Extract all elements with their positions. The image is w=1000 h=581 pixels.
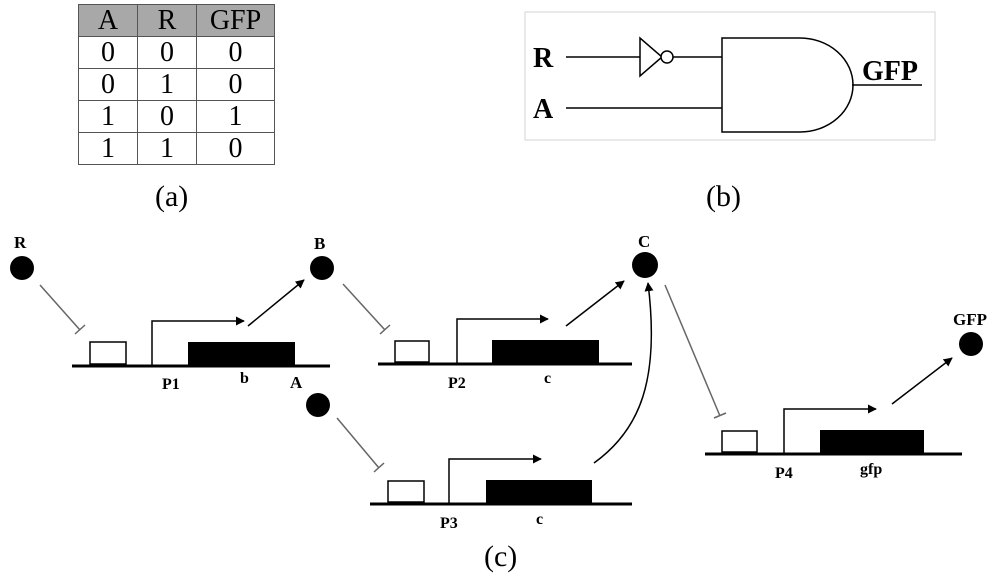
gene-block — [492, 340, 599, 364]
table-cell: 1 — [137, 132, 197, 165]
promoter-label: P1 — [162, 376, 180, 393]
repression-links — [39, 283, 727, 473]
molecule-c-label: C — [638, 232, 650, 251]
gene-construct-p4: P4 gfp — [705, 404, 962, 482]
repression-bar-r — [74, 324, 86, 335]
promoter-arrow — [456, 314, 549, 364]
table-row: 0 0 0 — [78, 36, 275, 69]
molecule-b — [310, 256, 334, 280]
gene-construct-p1: P1 b — [72, 316, 330, 393]
arrow-gfp-product — [891, 357, 953, 405]
molecule-c — [632, 252, 658, 278]
repression-bar-a — [373, 462, 385, 473]
gene-construct-p3: P3 c — [370, 454, 632, 532]
table-cell: 1 — [78, 100, 138, 133]
gene-label: b — [240, 370, 249, 387]
gene-block — [486, 480, 592, 504]
not-gate-icon — [639, 36, 664, 78]
promoter-arrow — [151, 316, 245, 366]
caption-a: (a) — [155, 180, 189, 213]
gate-panel-border — [524, 11, 936, 141]
repression-bar-c — [713, 412, 727, 419]
operator-site — [387, 480, 425, 503]
table-cell: 0 — [196, 132, 275, 165]
promoter-label: P2 — [448, 375, 466, 392]
table-cell: 0 — [196, 68, 275, 101]
production-arrows — [247, 279, 953, 464]
gate-output-label: GFP — [862, 56, 918, 87]
not-gate-bubble — [660, 50, 674, 64]
operator-site — [721, 430, 758, 453]
repression-r-p1 — [39, 284, 81, 331]
promoter-arrow — [783, 404, 877, 454]
table-row: 1 0 1 — [78, 100, 275, 133]
repression-bar-b — [379, 324, 391, 335]
molecule-r-label: R — [14, 233, 27, 252]
truth-table: A R GFP 0 0 0 0 1 0 1 0 1 1 1 — [78, 4, 275, 165]
promoter-arrow — [448, 454, 542, 504]
gene-label: c — [544, 370, 551, 387]
genetic-circuit-panel: R B C A GFP P1 b — [10, 232, 987, 532]
table-row: 1 1 0 — [78, 132, 275, 165]
molecule-r — [10, 256, 34, 280]
logic-gate-panel: R A GFP — [524, 11, 936, 141]
caption-b: (b) — [706, 180, 741, 213]
header-a: A — [78, 4, 138, 37]
arrow-c-product-p2 — [565, 280, 625, 327]
and-gate-icon — [721, 37, 854, 133]
gate-input-r-label: R — [533, 43, 554, 74]
molecule-a-label: A — [290, 373, 303, 392]
molecule-a — [306, 393, 330, 417]
gene-block — [188, 342, 295, 366]
gene-label: gfp — [860, 461, 882, 478]
table-cell: 0 — [78, 68, 138, 101]
repression-c-p4 — [664, 284, 721, 417]
truth-table-header-row: A R GFP — [78, 4, 275, 37]
gene-label: c — [536, 511, 543, 528]
gene-construct-p2: P2 c — [378, 314, 632, 392]
molecule-b-label: B — [314, 234, 325, 253]
table-cell: 0 — [78, 36, 138, 69]
repression-b-p2 — [342, 283, 386, 331]
table-row: 0 1 0 — [78, 68, 275, 101]
molecule-gfp — [959, 332, 983, 356]
operator-site — [394, 340, 430, 363]
molecule-gfp-label: GFP — [953, 310, 987, 329]
promoter-label: P3 — [440, 515, 458, 532]
table-cell: 1 — [78, 132, 138, 165]
operator-site — [89, 341, 127, 365]
arrow-c-product-p3 — [593, 282, 654, 464]
repression-a-p3 — [336, 417, 380, 469]
caption-c: (c) — [484, 540, 518, 573]
gene-block — [820, 430, 924, 454]
table-cell: 0 — [196, 36, 275, 69]
promoter-label: P4 — [775, 465, 793, 482]
table-cell: 1 — [196, 100, 275, 133]
gate-input-a-label: A — [533, 94, 554, 125]
arrow-b-product — [247, 279, 305, 327]
